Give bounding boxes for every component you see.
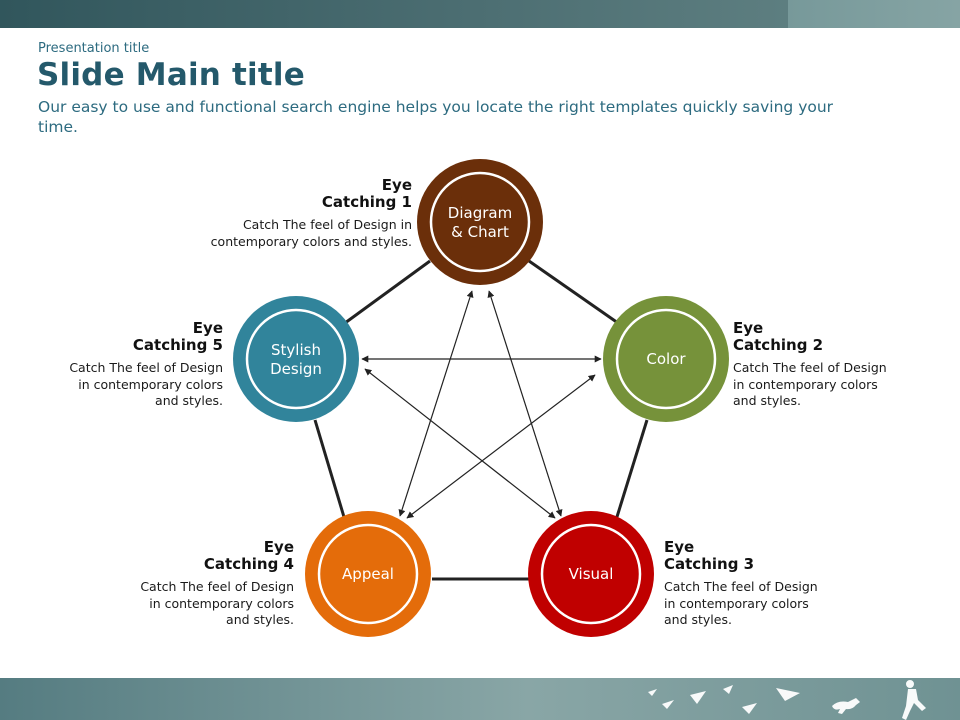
bottom-bar <box>0 678 960 720</box>
node-diagram-chart-label-2: & Chart <box>451 223 509 241</box>
presentation-title: Presentation title <box>38 41 150 56</box>
node-stylish-design-label-1: Stylish <box>271 341 321 359</box>
node-color-label: Color <box>646 350 686 368</box>
paper-plane-icon <box>690 691 706 704</box>
dog-icon <box>832 698 860 714</box>
node-visual-label: Visual <box>569 565 614 583</box>
caption-3-head-line2: Catching 3 <box>664 555 755 573</box>
node-appeal: Appeal <box>305 511 431 637</box>
caption-2-head-line1: Eye <box>733 319 764 337</box>
paper-plane-icon <box>723 685 733 694</box>
pentagon-edges <box>313 259 649 581</box>
node-diagram-chart-label-1: Diagram <box>448 204 512 222</box>
node-stylish-design: Stylish Design <box>233 296 359 422</box>
caption-1-desc: Catch The feel of Design in contemporary… <box>210 217 412 249</box>
caption-1-head-line1: Eye <box>381 176 412 194</box>
slide-subtitle: Our easy to use and functional search en… <box>38 98 834 136</box>
caption-5-head-line2: Catching 5 <box>132 336 223 354</box>
caption-2-desc: Catch The feel of Design in contemporary… <box>733 360 887 408</box>
caption-5-desc: Catch The feel of Design in contemporary… <box>69 360 223 408</box>
top-bar-left <box>0 0 788 28</box>
paper-plane-icon <box>742 703 757 714</box>
edge-1-2 <box>528 259 619 325</box>
top-bar-right <box>788 0 960 28</box>
caption-eye-catching-4: Eye Catching 4 Catch The feel of Design … <box>114 539 294 629</box>
slide-main-title: Slide Main title <box>37 57 305 93</box>
node-color: Color <box>603 296 729 422</box>
caption-3-head-line1: Eye <box>664 538 695 556</box>
caption-3-desc: Catch The feel of Design in contemporary… <box>664 579 818 627</box>
node-diagram-chart: Diagram & Chart <box>417 159 543 285</box>
arrow-2-4 <box>406 374 596 519</box>
node-stylish-design-label-2: Design <box>270 360 322 378</box>
caption-eye-catching-1: Eye Catching 1 Catch The feel of Design … <box>172 177 412 250</box>
caption-eye-catching-5: Eye Catching 5 Catch The feel of Design … <box>43 320 223 410</box>
caption-eye-catching-2: Eye Catching 2 Catch The feel of Design … <box>733 320 913 410</box>
node-appeal-label: Appeal <box>342 565 394 583</box>
caption-4-desc: Catch The feel of Design in contemporary… <box>140 579 294 627</box>
person-icon <box>902 680 926 720</box>
arrow-1-3 <box>487 290 563 517</box>
arrow-5-3 <box>364 368 556 519</box>
caption-5-head-line1: Eye <box>192 319 223 337</box>
edge-2-3 <box>614 419 649 521</box>
caption-1-head-line2: Catching 1 <box>321 193 412 211</box>
caption-eye-catching-3: Eye Catching 3 Catch The feel of Design … <box>664 539 844 629</box>
paper-plane-icon <box>776 688 800 701</box>
caption-2-head-line2: Catching 2 <box>733 336 824 354</box>
star-arrows <box>361 290 602 519</box>
paper-plane-icon <box>662 700 674 709</box>
caption-4-head-line2: Catching 4 <box>203 555 294 573</box>
edge-4-5 <box>313 419 346 518</box>
paper-plane-icon <box>648 689 657 696</box>
footer-decoration <box>648 680 926 720</box>
arrow-1-4 <box>398 290 474 517</box>
node-visual: Visual <box>528 511 654 637</box>
edge-5-1 <box>344 259 431 325</box>
caption-4-head-line1: Eye <box>263 538 294 556</box>
